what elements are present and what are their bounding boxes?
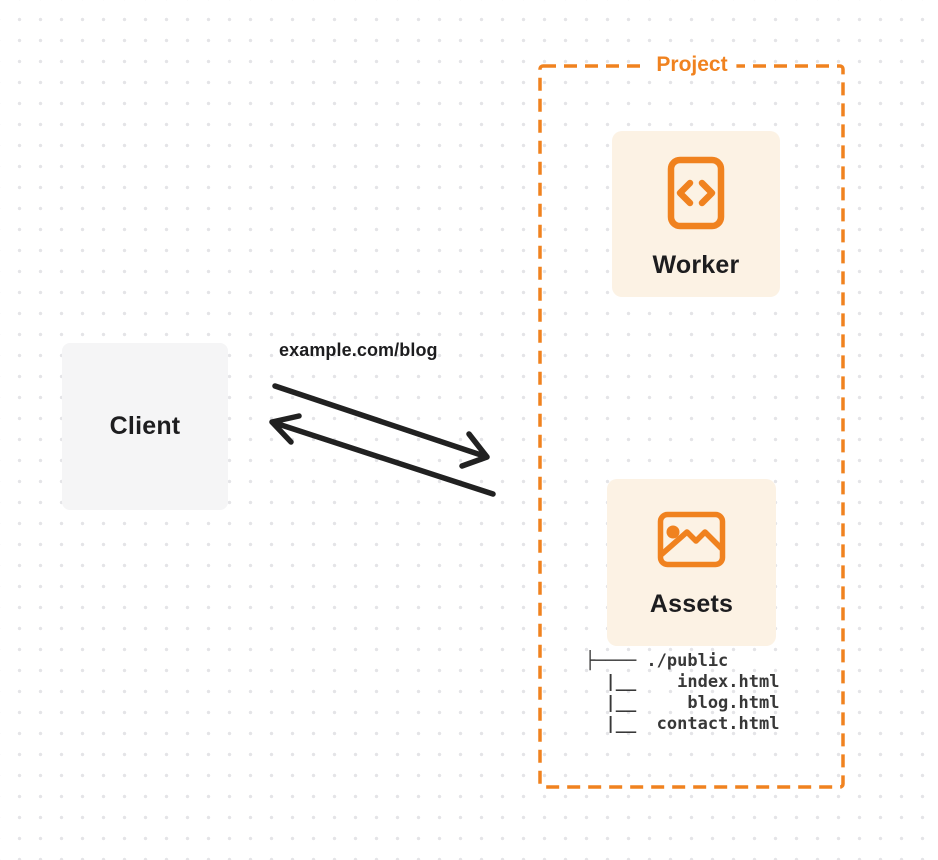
assets-file-tree: ├──── ./public |__ index.html |__ blog.h…	[585, 651, 780, 734]
client-node: Client	[62, 343, 228, 510]
project-title: Project	[647, 51, 737, 79]
code-file-icon	[667, 156, 725, 230]
worker-node: Worker	[612, 131, 780, 297]
worker-label: Worker	[652, 251, 740, 279]
assets-node: Assets	[607, 479, 776, 646]
request-url-label: example.com/blog	[279, 340, 438, 360]
client-label: Client	[109, 412, 181, 440]
image-icon	[657, 511, 726, 567]
response-arrow	[269, 413, 496, 497]
assets-label: Assets	[649, 589, 734, 618]
request-arrow	[272, 383, 490, 469]
